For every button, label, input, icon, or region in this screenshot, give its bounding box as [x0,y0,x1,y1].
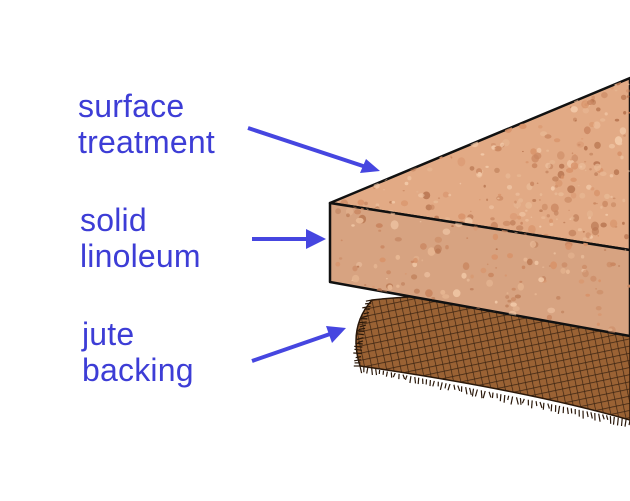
arrow-solid-linoleum [252,229,326,249]
arrow-jute-backing [251,326,346,363]
jute-backing-layer [353,295,630,427]
label-jute-line2: backing [82,352,194,388]
label-surface-treatment: surface treatment [78,88,215,160]
label-linoleum-line1: solid [80,202,147,238]
arrow-surface-treatment [247,126,380,173]
label-surface-line2: treatment [78,124,215,160]
label-linoleum-line2: linoleum [80,238,201,274]
label-jute-backing: jute backing [82,316,194,388]
label-solid-linoleum: solid linoleum [80,202,201,274]
label-surface-line1: surface [78,88,185,124]
label-jute-line1: jute [82,316,135,352]
